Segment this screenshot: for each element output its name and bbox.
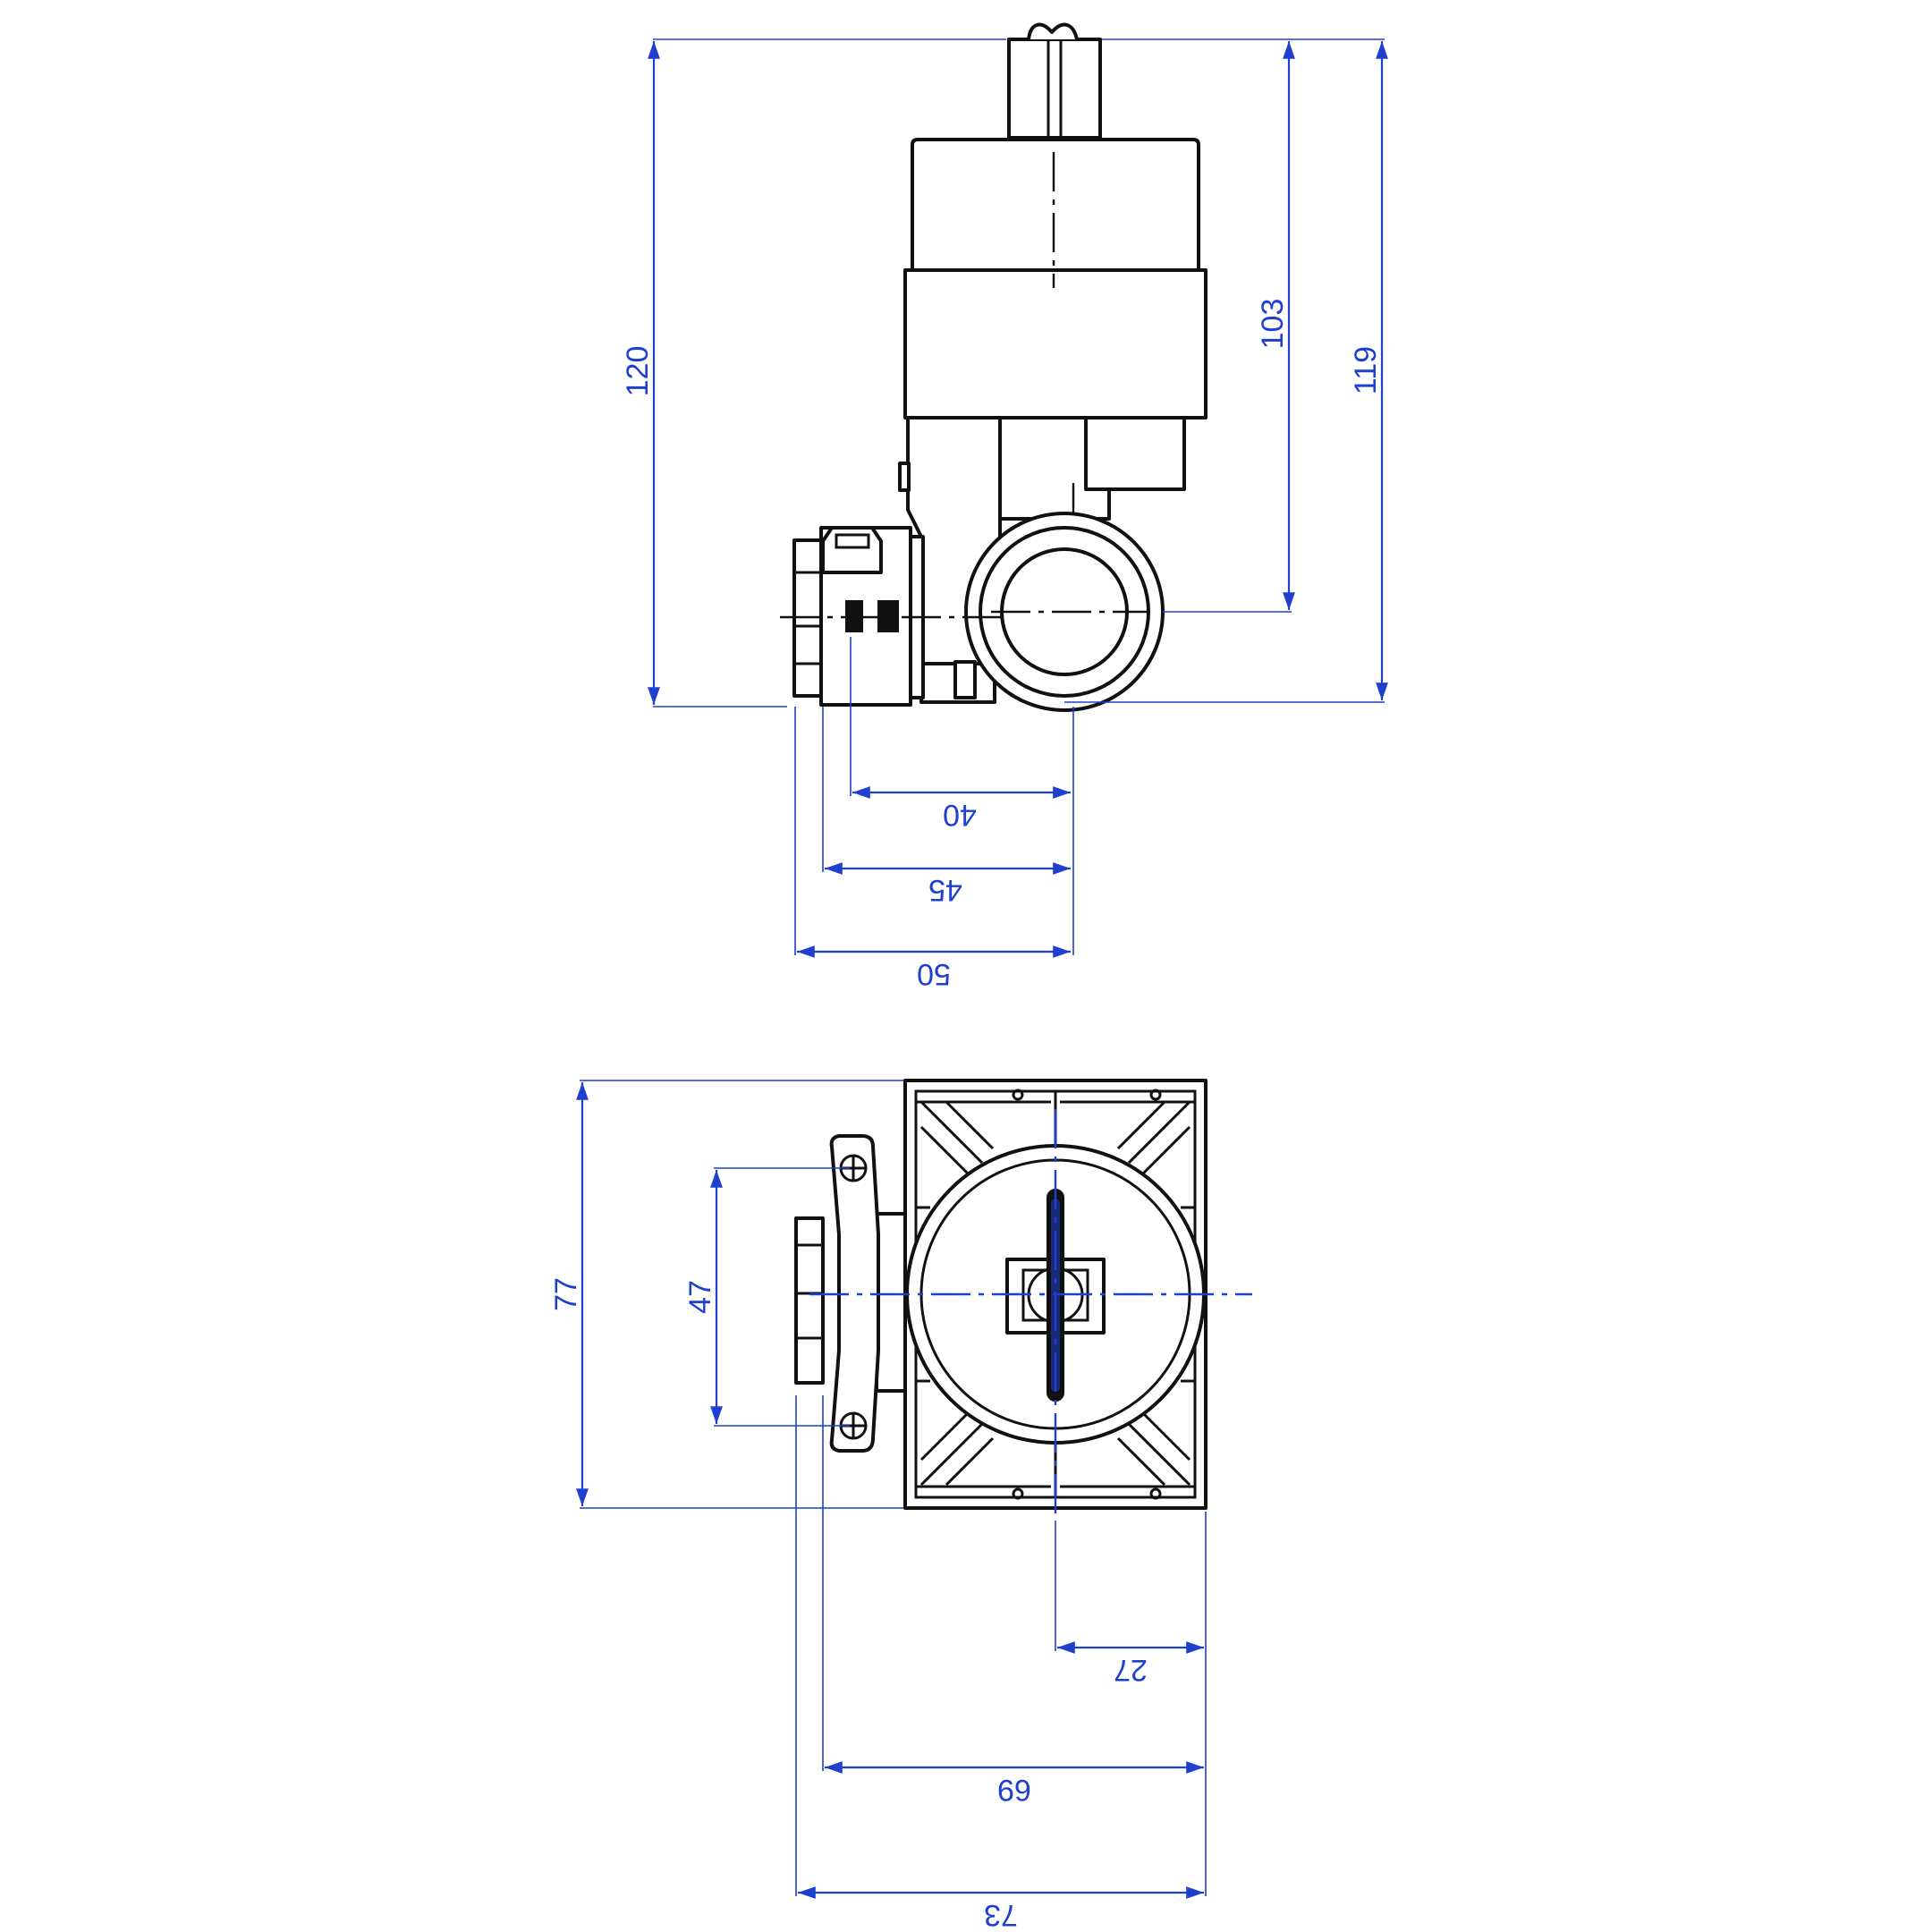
lever-flange xyxy=(794,1134,907,1453)
dim-label-103: 103 xyxy=(1256,299,1290,350)
dim-label-69: 69 xyxy=(997,1773,1031,1807)
corner-ribs xyxy=(916,1100,1195,1487)
dim-label-73: 73 xyxy=(984,1898,1018,1932)
side-flange xyxy=(780,526,1002,707)
pipe-port xyxy=(964,512,1165,712)
dim-label-77: 77 xyxy=(549,1277,583,1311)
dim-label-40: 40 xyxy=(943,798,977,832)
actuator-housing xyxy=(903,138,1208,419)
top-connector xyxy=(1007,22,1102,140)
dim-label-45: 45 xyxy=(928,873,962,907)
side-view-dimensions: 120 103 119 40 45 50 xyxy=(621,38,1388,991)
plan-view-dimensions: 77 47 27 69 73 xyxy=(549,1080,1207,1932)
dim-label-47: 47 xyxy=(683,1280,717,1314)
dim-label-50: 50 xyxy=(917,957,951,991)
dim-label-120: 120 xyxy=(621,346,655,397)
dim-label-119: 119 xyxy=(1349,346,1383,394)
side-view xyxy=(780,22,1208,712)
plan-view xyxy=(794,1079,1252,1521)
dim-label-27: 27 xyxy=(1114,1653,1148,1687)
